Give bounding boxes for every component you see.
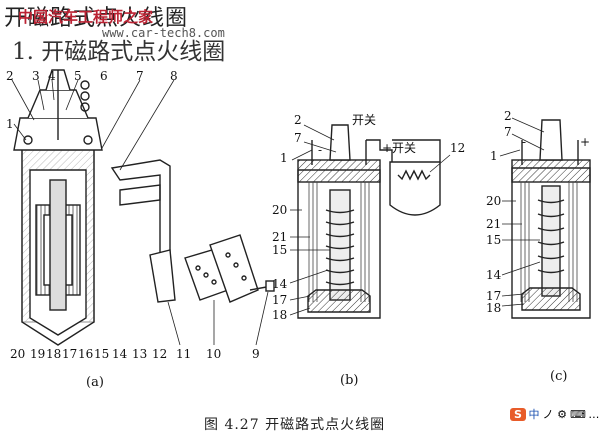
panel-a-leaders <box>11 79 269 346</box>
label-a-16: 16 <box>78 347 93 361</box>
label-a-8: 8 <box>170 69 178 83</box>
label-b-12: 12 <box>450 141 465 155</box>
ime-punct-icon[interactable]: ノ <box>542 408 554 421</box>
panel-b-drawing <box>297 124 441 319</box>
label-a-9: 9 <box>252 347 260 361</box>
figure-caption: 图 4.27 开磁路式点火线圈 <box>204 417 386 433</box>
label-c-2: 2 <box>504 109 512 123</box>
watermark-title: 开磁路式点火线圈 <box>4 6 189 31</box>
switch-label-b: +开关 <box>382 141 416 155</box>
label-a-17: 17 <box>62 347 77 361</box>
label-b-20: 20 <box>272 203 287 217</box>
label-b-7: 7 <box>294 131 302 145</box>
label-a-2: 2 <box>6 69 14 83</box>
panel-a-drawing <box>13 69 275 346</box>
page-heading: 1. 开磁路式点火线圈 <box>12 39 226 65</box>
panel-c-leaders <box>499 117 545 307</box>
watermark-url: www.car-tech8.com <box>102 26 225 40</box>
label-c-1: 1 <box>490 149 498 163</box>
minus-b: - <box>318 143 322 157</box>
watermark-brand: 中国汽车工程师之家 <box>18 8 154 26</box>
label-a-18: 18 <box>46 347 61 361</box>
label-c-14: 14 <box>486 268 502 282</box>
label-a-13: 13 <box>132 347 147 361</box>
ime-lang-toggle[interactable]: 中 <box>528 408 540 421</box>
ime-keyboard-icon[interactable]: ⌨ <box>570 407 586 421</box>
ime-settings-icon[interactable]: ⚙ <box>557 407 567 421</box>
label-b-1: 1 <box>280 151 288 165</box>
label-b-2: 2 <box>294 113 302 127</box>
label-a-1: 1 <box>6 117 14 131</box>
label-b-17: 17 <box>272 293 287 307</box>
label-c-15: 15 <box>486 233 501 247</box>
label-a-3: 3 <box>32 69 40 83</box>
label-a-7: 7 <box>136 69 144 83</box>
label-c-18: 18 <box>486 301 501 315</box>
switch-label-top: 开关 <box>352 113 376 127</box>
label-c-7: 7 <box>504 125 512 139</box>
label-b-15: 15 <box>272 243 287 257</box>
minus-c: - <box>522 135 526 149</box>
panel-b-leaders <box>289 124 451 316</box>
label-a-11: 11 <box>176 347 191 361</box>
label-b-21: 21 <box>272 230 287 244</box>
label-a-12: 12 <box>152 347 167 361</box>
label-a-14: 14 <box>112 347 128 361</box>
label-c-21: 21 <box>486 217 501 231</box>
label-a-5: 5 <box>74 69 82 83</box>
label-c-17: 17 <box>486 289 501 303</box>
label-b-18: 18 <box>272 308 287 322</box>
label-a-6: 6 <box>100 69 108 83</box>
plus-c: + <box>580 135 590 149</box>
label-a-20: 20 <box>10 347 25 361</box>
ime-toolbar[interactable]: S 中 ノ ⚙ ⌨ … <box>510 404 600 424</box>
label-a-10: 10 <box>206 347 221 361</box>
label-b-14: 14 <box>272 277 288 291</box>
ime-more-icon[interactable]: … <box>588 407 600 421</box>
label-a-15: 15 <box>94 347 109 361</box>
panel-label-a: (a) <box>86 375 104 390</box>
panel-c-drawing <box>511 119 591 319</box>
label-a-4: 4 <box>48 69 56 83</box>
panel-label-b: (b) <box>340 373 358 388</box>
ime-logo-icon[interactable]: S <box>510 407 526 421</box>
label-c-20: 20 <box>486 194 501 208</box>
panel-label-c: (c) <box>550 369 567 384</box>
label-a-19: 19 <box>30 347 45 361</box>
